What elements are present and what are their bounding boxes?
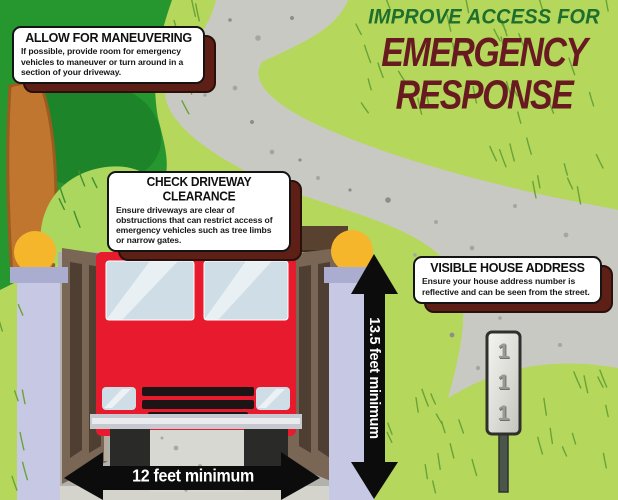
page-title: IMPROVE ACCESS FOR EMERGENCY RESPONSE [352, 5, 616, 114]
driveway-width-label: 12 feet minimum [132, 467, 254, 486]
title-main: EMERGENCY RESPONSE [360, 28, 608, 118]
gate-post-left [10, 231, 68, 500]
callout-address-body: Ensure your house address number is refl… [422, 276, 590, 297]
height-arrow [351, 254, 398, 499]
callout-clearance-body: Ensure driveways are clear of obstructio… [116, 204, 273, 246]
callout-clearance: CHECK DRIVEWAY CLEARANCE Ensure driveway… [107, 171, 302, 262]
lamp-left [14, 231, 56, 273]
address-digit: 1 [497, 402, 510, 425]
grille [142, 387, 254, 419]
callout-maneuvering: ALLOW FOR MANEUVERING If possible, provi… [12, 26, 216, 93]
lamp-right [331, 230, 373, 272]
title-kicker: IMPROVE ACCESS FOR [368, 5, 600, 29]
address-sign-post [498, 429, 509, 493]
callout-address: VISIBLE HOUSE ADDRESS Ensure your house … [413, 256, 613, 313]
tree-canopy [23, 81, 162, 186]
callout-maneuvering-heading: ALLOW FOR MANEUVERING [25, 30, 192, 46]
callout-clearance-heading: CHECK DRIVEWAY CLEARANCE [146, 174, 252, 204]
grass-strokes [0, 0, 609, 494]
fire-truck [90, 238, 302, 492]
address-sign [485, 330, 522, 493]
wheel-right [244, 429, 288, 466]
callout-maneuvering-body: If possible, provide room for emergency … [21, 46, 184, 77]
callout-address-heading: VISIBLE HOUSE ADDRESS [430, 260, 585, 276]
title-line-2: RESPONSE [395, 70, 574, 118]
address-digit: 1 [497, 340, 510, 363]
clearance-height-label: 13.5 feet minimum [366, 317, 382, 439]
address-digits: 1 1 1 [487, 336, 520, 429]
wheel-left [110, 429, 150, 466]
title-line-1: EMERGENCY [381, 28, 588, 76]
width-arrow [64, 452, 320, 500]
address-digit: 1 [497, 371, 510, 394]
